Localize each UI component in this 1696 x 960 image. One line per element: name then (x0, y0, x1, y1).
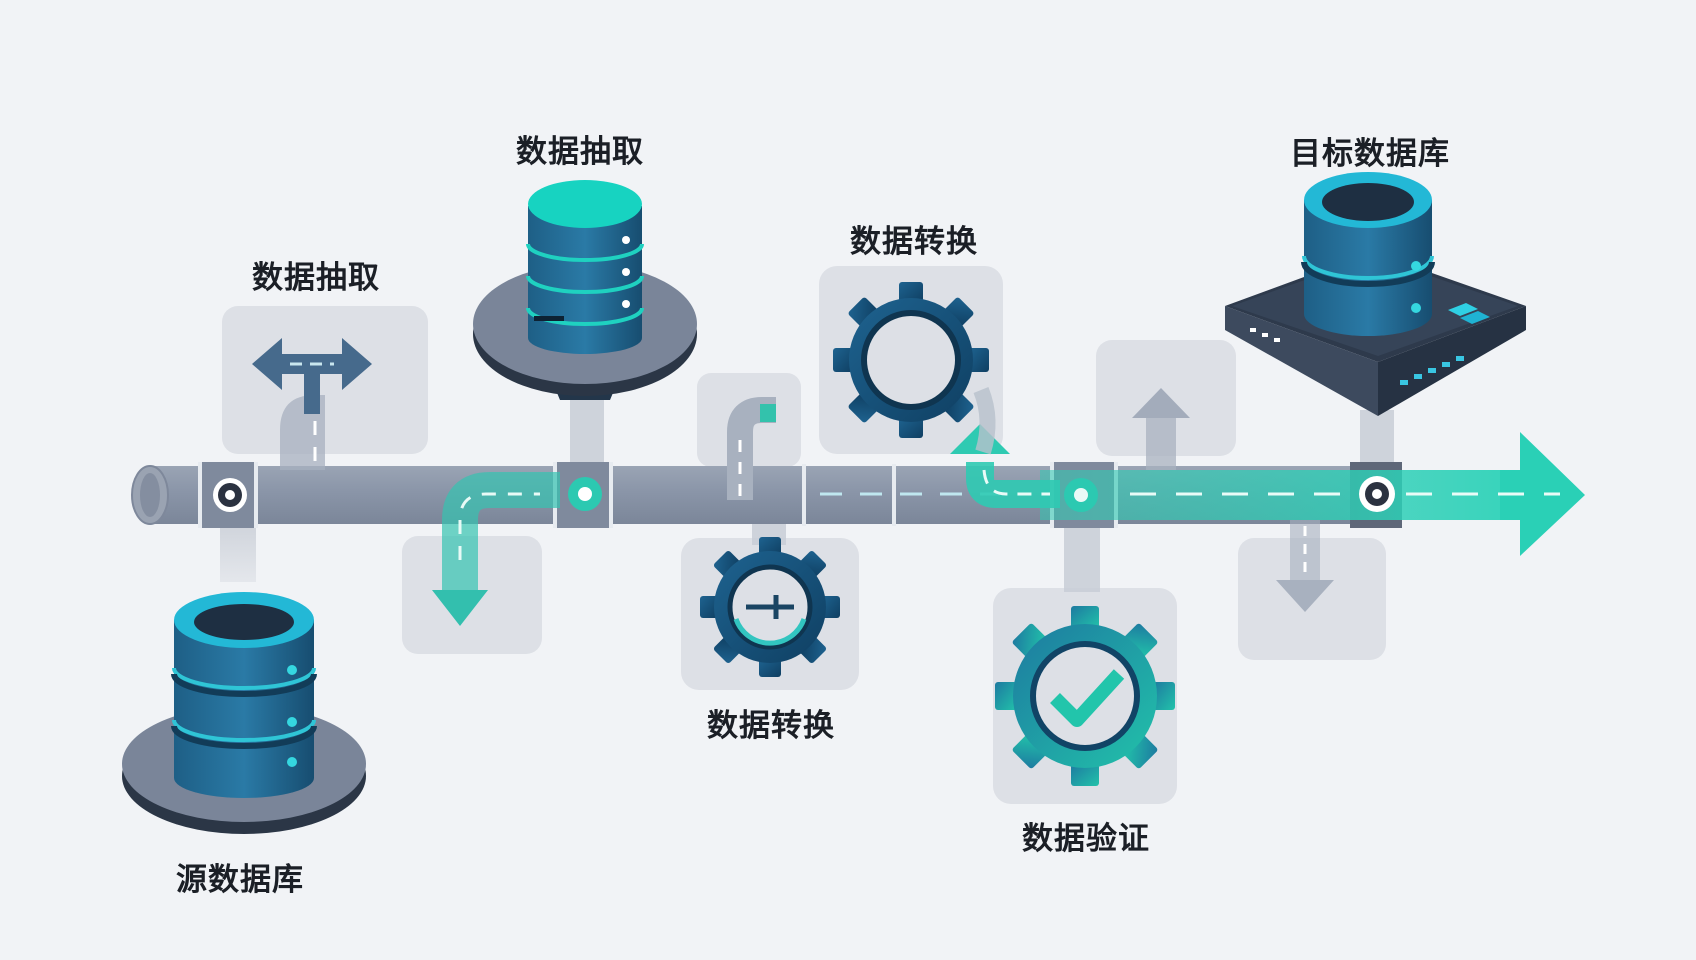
panel-extract (222, 306, 428, 454)
label-source-db: 源数据库 (176, 862, 304, 898)
stem-target (1360, 410, 1394, 470)
down-arrow-icon (432, 472, 560, 626)
up-arrow-icon (1132, 388, 1190, 470)
label-extract-top: 数据抽取 (516, 134, 644, 170)
valve-target (1359, 476, 1395, 512)
target-server-database-icon (1225, 172, 1526, 416)
label-validate: 数据验证 (1022, 821, 1150, 857)
extract-arrow-icon (252, 338, 372, 470)
label-transform-bottom: 数据转换 (707, 708, 835, 744)
validate-check-gear-icon (995, 606, 1175, 786)
valve-source (213, 478, 247, 512)
label-transform-top: 数据转换 (850, 224, 978, 260)
source-database-icon (122, 592, 366, 834)
label-target-db: 目标数据库 (1290, 136, 1450, 172)
extract-database-icon (473, 180, 697, 400)
flow-arrow (1040, 432, 1585, 556)
right-down-arrow-icon (1276, 520, 1334, 612)
stem-extract-db (570, 396, 604, 470)
transform-gear-icon (833, 282, 996, 455)
transform-plus-gear-icon (700, 537, 840, 677)
small-curve-icon (727, 397, 776, 500)
label-extract-left: 数据抽取 (252, 260, 380, 296)
valve-extract (568, 477, 602, 511)
valve-validate (1064, 478, 1098, 512)
